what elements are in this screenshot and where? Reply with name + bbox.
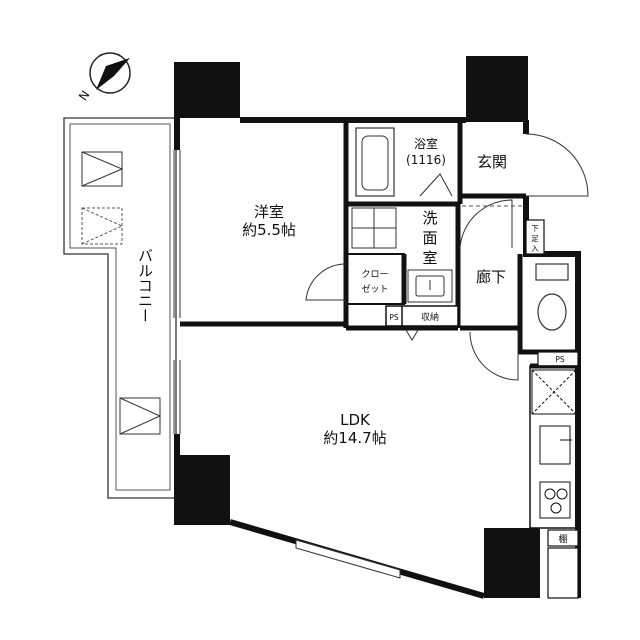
storage-marker [405, 329, 419, 341]
bath-size: (1116) [406, 153, 446, 167]
column-top-left [174, 62, 240, 118]
column-bottom-right [484, 528, 540, 598]
ps-upper-name: PS [389, 313, 399, 322]
hallway-name: 廊下 [476, 268, 506, 286]
window-bottom [295, 539, 401, 579]
balcony-outline-inner [69, 123, 171, 491]
window-western-room [173, 150, 181, 318]
entrance-door-swing [525, 133, 589, 197]
compass-circle [89, 52, 131, 94]
ldk-size: 約14.7帖 [323, 429, 386, 447]
closet-name-2: ゼット [361, 283, 388, 295]
shelf-lower [547, 547, 579, 599]
window-ldk [173, 360, 181, 434]
columns [174, 56, 540, 598]
bath-name: 浴室 [414, 136, 438, 151]
shoe-box [525, 219, 545, 255]
washroom-name-1: 洗 [422, 209, 437, 227]
bathtub [355, 127, 395, 197]
western-room-name: 洋室 [254, 203, 284, 221]
closet-door-swing [305, 263, 347, 301]
fridge-space [531, 369, 577, 415]
ldk-name: LDK [340, 411, 371, 429]
storage-strip [385, 305, 459, 341]
shelf-name: 棚 [558, 533, 567, 545]
hall-door-swing [469, 331, 519, 381]
washroom-name-2: 面 [422, 229, 437, 247]
wall-toilet-left [517, 254, 578, 355]
compass: N [76, 52, 131, 103]
cooktop [539, 481, 571, 519]
aircon-unit-2 [81, 207, 124, 245]
western-room-size: 約5.5帖 [242, 221, 296, 239]
aircon-unit-3 [119, 397, 162, 435]
storage-name: 収納 [421, 311, 439, 323]
closet-name-1: クロー [361, 269, 388, 280]
washroom-name-3: 室 [422, 249, 437, 267]
balcony-outline-outer [63, 117, 177, 499]
toilet [535, 263, 569, 331]
kitchen-counter [529, 365, 579, 529]
compass-north-label: N [76, 88, 93, 103]
aircon-unit-1 [81, 151, 124, 187]
entrance-name: 玄関 [477, 153, 507, 171]
column-bottom-left [174, 455, 230, 525]
washing-machine-pan [351, 207, 397, 249]
compass-needle [96, 58, 130, 90]
balcony: バルコニー [63, 117, 177, 499]
wash-door-swing [459, 199, 513, 249]
column-top-right [466, 56, 528, 122]
shoe-box-name-2: 足 [531, 234, 539, 243]
shoe-box-name-1: 下 [531, 224, 539, 233]
closet [305, 253, 405, 305]
kitchen-sink [539, 425, 571, 465]
washbasin [407, 269, 453, 303]
bath-door-swing [419, 173, 453, 197]
shoe-box-name-3: 入 [531, 244, 539, 253]
ps-right-name: PS [555, 355, 565, 364]
interior-walls [180, 120, 578, 369]
shelf-box [547, 529, 579, 547]
balcony-label: バルコニー [136, 248, 154, 323]
